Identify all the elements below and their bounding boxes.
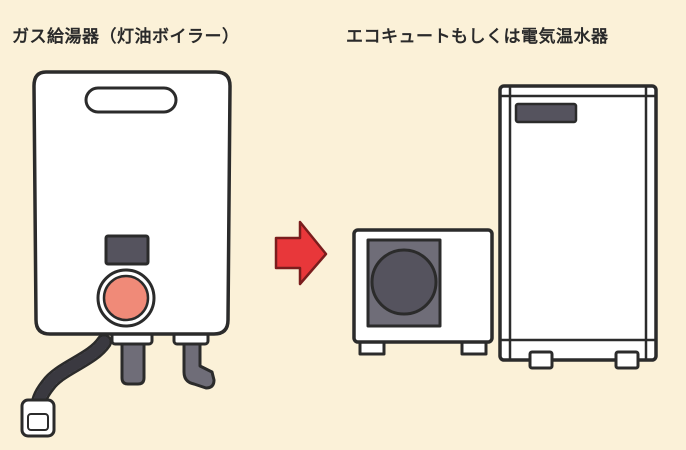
right-arrow-icon [274, 220, 328, 286]
inlet-pipe [120, 333, 146, 386]
water-heater-before-label: ガス給湯器（灯油ボイラー） [12, 27, 240, 47]
gas-water-heater-illustration [20, 70, 232, 438]
tank-display-panel [514, 102, 578, 124]
fan-icon [370, 248, 438, 316]
hot-water-storage-tank [498, 84, 658, 370]
outlet-pipe [182, 338, 216, 390]
tank-foot-left [528, 350, 554, 370]
tank-casing [498, 84, 658, 362]
heat-pump-outdoor-unit [352, 228, 494, 356]
gas-heater-body [32, 70, 232, 336]
carry-handle-slot [84, 86, 178, 114]
tank-foot-right [614, 350, 640, 370]
control-box [104, 234, 150, 266]
water-heater-after-label: エコキュートもしくは電気温水器 [346, 27, 609, 47]
